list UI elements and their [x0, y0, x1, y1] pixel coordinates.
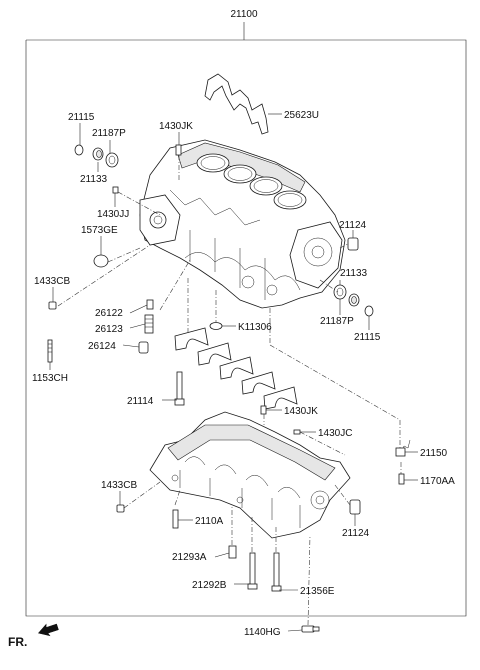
leader-lines [49, 113, 418, 632]
stud-bolt-icon [47, 339, 53, 363]
part-label-21124-lower: 21124 [342, 528, 370, 539]
part-label-21356e: 21356E [300, 586, 335, 597]
assembly-label: 21100 [230, 9, 258, 20]
bolt-2110a-icon [172, 509, 179, 529]
part-label-1430jk-top: 1430JK [159, 121, 193, 132]
plug-lower-icon [116, 504, 125, 513]
oil-level-gauge-icon [395, 439, 411, 457]
part-label-21292b: 21292B [192, 580, 227, 591]
front-direction-arrow-icon [38, 623, 59, 637]
o-ring-icon [209, 322, 223, 330]
bolt-21292b-icon [247, 552, 258, 590]
part-label-26123: 26123 [95, 324, 123, 335]
part-label-1140hg: 1140HG [244, 627, 281, 638]
part-label-21293a: 21293A [172, 552, 207, 563]
part-label-26124: 26124 [88, 341, 116, 352]
bolt-21293a-icon [228, 545, 237, 559]
part-label-1170aa: 1170AA [420, 476, 455, 487]
ladder-frame [149, 411, 351, 539]
part-label-1433cb-lower: 1433CB [101, 480, 137, 491]
cylinder-block [139, 139, 346, 309]
part-labels: 25623U 21115 21187P 1430JK 21133 1430JJ … [32, 110, 455, 638]
main-bearing-caps-icon [174, 327, 298, 410]
alignment-lines [57, 155, 402, 626]
dowel-sleeve-lower-icon [349, 499, 361, 515]
part-label-k11306: K11306 [238, 322, 272, 333]
main-cap-bolt-icon [174, 371, 185, 406]
part-label-21187p-right: 21187P [320, 316, 354, 327]
plug-small-icon [48, 301, 57, 310]
dowel-pin-icon [112, 144, 182, 194]
plug-left-icon [74, 144, 119, 268]
part-label-2110a: 2110A [195, 516, 224, 527]
part-label-21133-left: 21133 [80, 174, 108, 185]
part-label-21150: 21150 [420, 448, 448, 459]
part-label-1430jk-mid: 1430JK [284, 406, 318, 417]
part-label-1430jj: 1430JJ [97, 209, 129, 220]
part-label-21187p-left: 21187P [92, 128, 126, 139]
part-label-26122: 26122 [95, 308, 123, 319]
part-label-21115-right: 21115 [354, 332, 381, 343]
part-label-25623u: 25623U [284, 110, 319, 121]
dowel-sleeve-icon [347, 237, 359, 251]
part-label-1430jc: 1430JC [318, 428, 352, 439]
assembly-frame [25, 22, 467, 617]
bolt-1140hg-icon [301, 625, 320, 633]
oil-jet-icon [138, 299, 154, 354]
front-direction-label: FR. [8, 635, 27, 649]
part-label-21114: 21114 [127, 396, 154, 407]
bolt-21356e-icon [271, 552, 282, 592]
part-label-1433cb-upper: 1433CB [34, 276, 70, 287]
part-label-21124-right: 21124 [339, 220, 367, 231]
bolt-1170aa-icon [398, 473, 405, 485]
part-label-21133-right: 21133 [340, 268, 368, 279]
part-label-1153ch: 1153CH [32, 373, 68, 384]
baffle-gasket-icon [204, 73, 269, 135]
part-label-1573ge: 1573GE [81, 225, 118, 236]
part-label-21115-left: 21115 [68, 112, 95, 123]
